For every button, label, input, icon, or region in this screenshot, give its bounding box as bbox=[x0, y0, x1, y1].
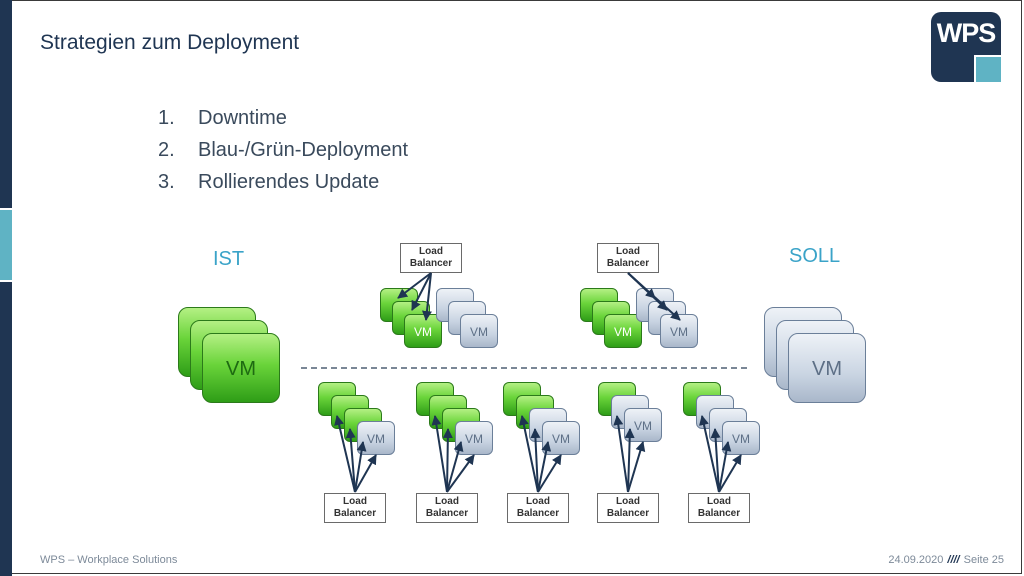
arrow bbox=[354, 454, 377, 493]
vm-box-blue: VM bbox=[460, 314, 498, 348]
load-balancer-label: Balancer bbox=[409, 258, 453, 269]
list-item: 1. Downtime bbox=[158, 107, 408, 139]
arrow bbox=[421, 272, 432, 321]
list-number: 3. bbox=[158, 171, 175, 193]
vm-label: VM bbox=[470, 325, 488, 339]
arrow bbox=[537, 454, 562, 493]
load-balancer-label: Balancer bbox=[425, 508, 469, 519]
footer-meta: 24.09.2020////Seite 25 bbox=[888, 554, 1004, 566]
arrow bbox=[345, 428, 356, 493]
list-text: Blau-/Grün-Deployment bbox=[198, 139, 409, 161]
footer-page: Seite 25 bbox=[963, 554, 1004, 566]
logo-square-icon bbox=[974, 55, 1003, 84]
vm-label: VM bbox=[634, 419, 652, 433]
vm-label: VM bbox=[670, 325, 688, 339]
left-sidebar-divider bbox=[0, 280, 12, 282]
load-balancer-label: Balancer bbox=[333, 508, 377, 519]
arrow bbox=[446, 441, 464, 493]
vm-box-blue: VM bbox=[357, 421, 395, 455]
vm-label: VM bbox=[226, 358, 256, 380]
arrow bbox=[627, 272, 681, 321]
load-balancer-label: Load bbox=[707, 496, 731, 507]
list-item: 2. Blau-/Grün-Deployment bbox=[158, 139, 408, 171]
list-number: 1. bbox=[158, 107, 175, 129]
arrow bbox=[718, 454, 742, 493]
arrow bbox=[431, 415, 448, 493]
list-text: Downtime bbox=[198, 107, 287, 129]
vm-box-green: VM bbox=[202, 333, 280, 403]
arrow bbox=[397, 272, 432, 299]
arrow bbox=[442, 428, 453, 493]
arrow bbox=[613, 415, 629, 493]
vm-box-blue: VM bbox=[788, 333, 866, 403]
arrow bbox=[537, 441, 552, 493]
left-sidebar-divider bbox=[0, 208, 12, 210]
dashed-separator bbox=[301, 367, 747, 369]
vm-label: VM bbox=[552, 432, 570, 446]
arrow bbox=[518, 415, 539, 493]
arrow bbox=[530, 428, 541, 493]
arrow bbox=[718, 441, 732, 493]
load-balancer-label: Balancer bbox=[516, 508, 560, 519]
load-balancer-label: Load bbox=[343, 496, 367, 507]
footer-company: WPS – Workplace Solutions bbox=[40, 554, 178, 566]
vm-label: VM bbox=[465, 432, 483, 446]
slide-title: Strategien zum Deployment bbox=[40, 31, 300, 54]
left-sidebar-bar bbox=[0, 0, 12, 576]
list-item: 3. Rollierendes Update bbox=[158, 171, 408, 203]
arrow bbox=[411, 272, 432, 311]
load-balancer-label: Balancer bbox=[606, 258, 650, 269]
ist-label: IST bbox=[213, 248, 245, 270]
arrow bbox=[699, 415, 720, 493]
load-balancer-label: Balancer bbox=[606, 508, 650, 519]
left-sidebar-accent bbox=[0, 210, 12, 280]
vm-label: VM bbox=[614, 325, 632, 339]
arrow bbox=[710, 428, 721, 493]
load-balancer-label: Load bbox=[419, 246, 443, 257]
arrow bbox=[624, 428, 635, 493]
strategy-list: 1. Downtime 2. Blau-/Grün-Deployment 3. Rol… bbox=[158, 107, 408, 203]
logo-text: WPS bbox=[936, 18, 997, 48]
vm-label: VM bbox=[367, 432, 385, 446]
vm-box-green: VM bbox=[604, 314, 642, 348]
arrow bbox=[627, 441, 646, 493]
arrow bbox=[334, 415, 356, 493]
vm-label: VM bbox=[732, 432, 750, 446]
load-balancer-label: Balancer bbox=[697, 508, 741, 519]
soll-label: SOLL bbox=[789, 245, 841, 267]
load-balancer-label: Load bbox=[616, 496, 640, 507]
vm-label: VM bbox=[812, 358, 842, 380]
footer-separator: //// bbox=[947, 554, 960, 566]
load-balancer-label: Load bbox=[435, 496, 459, 507]
arrow bbox=[446, 454, 475, 493]
list-number: 2. bbox=[158, 139, 175, 161]
load-balancer-label: Load bbox=[526, 496, 550, 507]
footer-date: 24.09.2020 bbox=[888, 554, 944, 566]
list-text: Rollierendes Update bbox=[198, 171, 380, 193]
load-balancer-label: Load bbox=[616, 246, 640, 257]
vm-label: VM bbox=[414, 325, 432, 339]
arrow bbox=[354, 441, 367, 493]
